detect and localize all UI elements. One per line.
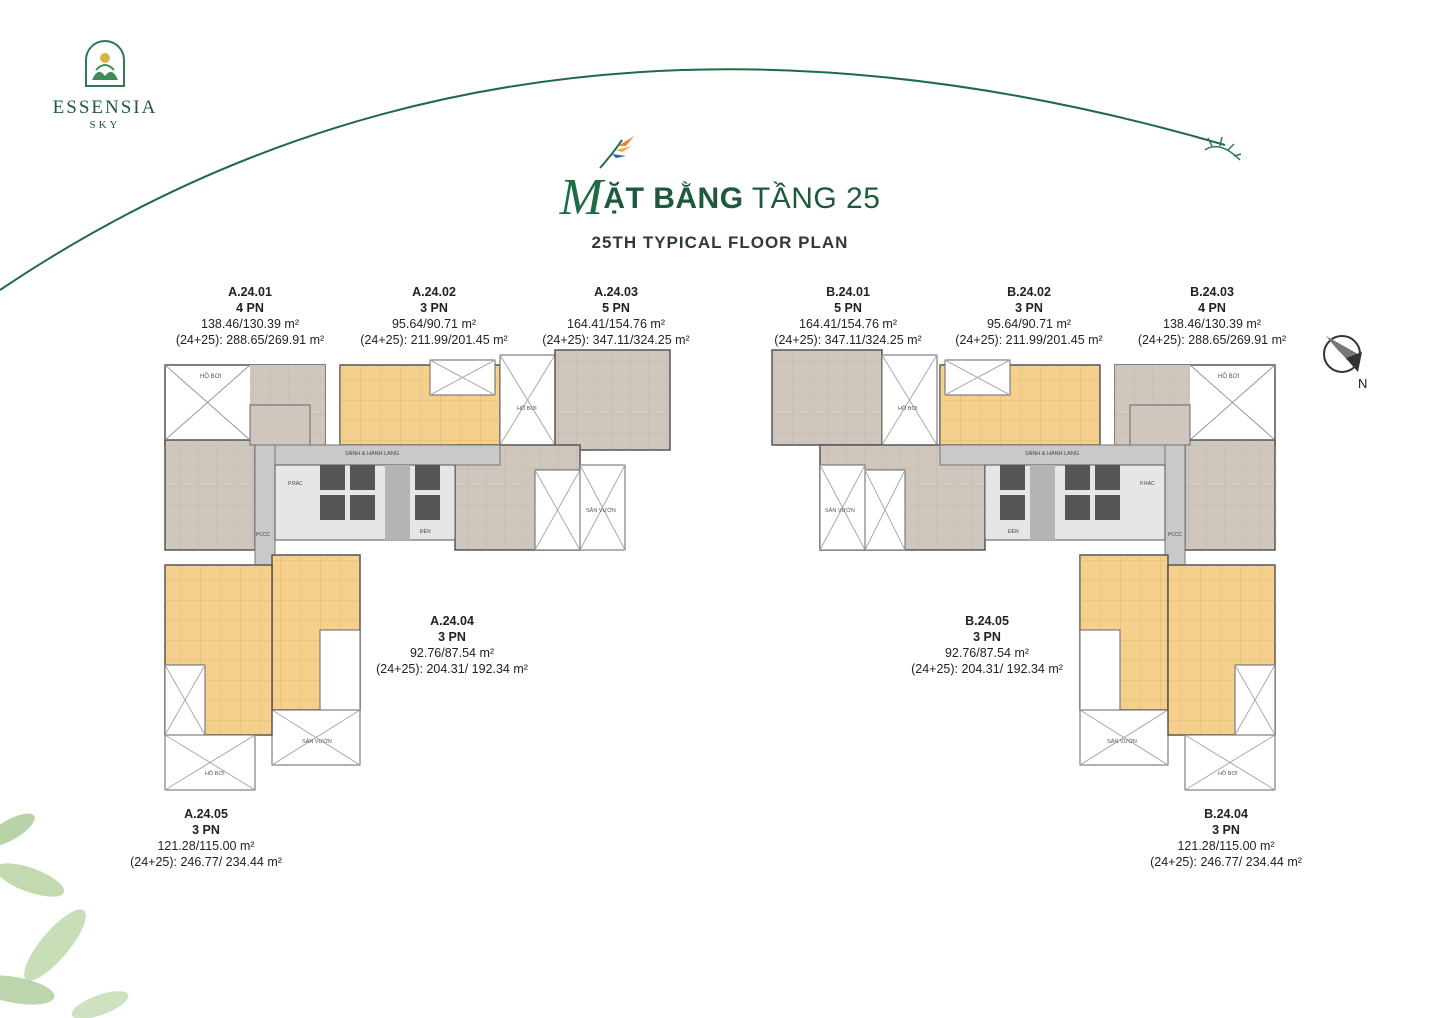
compass: N [1316,328,1376,395]
unit-b-24-05-plan: SÂN VƯỜN [1079,554,1169,766]
unit-code: B.24.02 [1007,285,1051,299]
unit-code: B.24.05 [965,614,1009,628]
unit-code: B.24.01 [826,285,870,299]
rac-label: P.RÁC [288,480,303,487]
unit-beds: 3 PN [1015,301,1043,315]
unit-label-a-24-02: A.24.02 3 PN 95.64/90.71 m² (24+25): 211… [344,284,524,348]
pool-label: HỒ BƠI [517,405,537,412]
pool-label: HỒ BƠI [200,373,222,380]
den-label: ĐÈN [420,528,431,535]
pccc-label: PCCC [256,532,271,538]
unit-area: 164.41/154.76 m² [799,317,897,331]
brand-sub: SKY [89,119,121,131]
title-main: MẶT BẰNG TẦNG 25 [0,168,1440,227]
unit-beds: 4 PN [1198,301,1226,315]
garden-label: SÂN VƯỜN [302,738,332,745]
unit-code: A.24.02 [412,285,456,299]
foliage-decoration [0,813,129,1018]
unit-b-24-04-plan: HỒ BƠI [1167,564,1276,791]
garden-label: SÂN VƯỜN [825,507,855,514]
unit-area-combined: (24+25): 347.11/324.25 m² [774,333,922,347]
unit-area: 138.46/130.39 m² [201,317,299,331]
unit-area-combined: (24+25): 288.65/269.91 m² [175,333,325,347]
unit-code: B.24.03 [1190,285,1234,299]
unit-label-b-24-04: B.24.04 3 PN 121.28/115.00 m² (24+25): 2… [1136,806,1316,870]
unit-area: 121.28/115.00 m² [1177,839,1275,853]
unit-area: 92.76/87.54 m² [944,646,1030,660]
unit-code: A.24.05 [184,807,228,821]
pool-label: HỒ BƠI [1218,770,1238,777]
decorative-arc [0,68,1226,291]
unit-b-24-03-plan: HỒ BƠI [1114,364,1276,551]
unit-area-combined: (24+25): 246.77/ 234.44 m² [130,855,282,869]
bird-of-paradise-flower-icon [599,136,634,169]
unit-label-a-24-05: A.24.05 3 PN 121.28/115.00 m² (24+25): 2… [116,806,296,870]
pool-label: HỒ BƠI [1218,373,1240,380]
unit-area-combined: (24+25): 347.11/324.25 m² [542,333,690,347]
unit-area-combined: (24+25): 204.31/ 192.34 m² [911,662,1063,676]
unit-beds: 3 PN [1212,823,1240,837]
pool-label: HỒ BƠI [898,405,918,412]
unit-code: A.24.03 [594,285,638,299]
unit-area: 164.41/154.76 m² [567,317,665,331]
unit-area: 92.76/87.54 m² [409,646,495,660]
unit-label-b-24-03: B.24.03 4 PN 138.46/130.39 m² (24+25): 2… [1122,284,1302,348]
unit-label-a-24-04: A.24.04 3 PN 92.76/87.54 m² (24+25): 204… [362,613,542,677]
unit-a-24-01-plan: HỒ BƠI [164,364,326,551]
unit-code: B.24.04 [1204,807,1248,821]
unit-area-combined: (24+25): 211.99/201.45 m² [360,333,508,347]
unit-code: A.24.01 [228,285,272,299]
garden-label: SÂN VƯỜN [1107,738,1137,745]
rac-label: P.RÁC [1140,480,1155,487]
pool-label: HỒ BƠI [205,770,225,777]
north-arrow-icon: N [1323,335,1367,391]
brand-logo: ESSENSIA SKY [40,36,170,131]
lotus-emblem-icon [85,40,125,87]
garden-label: SÂN VƯỜN [586,507,616,514]
unit-area-combined: (24+25): 204.31/ 192.34 m² [376,662,528,676]
unit-beds: 4 PN [236,301,264,315]
unit-area: 95.64/90.71 m² [391,317,477,331]
unit-beds: 5 PN [834,301,862,315]
corridor-label: SẢNH & HÀNH LANG [345,450,399,457]
unit-beds: 3 PN [192,823,220,837]
unit-area: 138.46/130.39 m² [1163,317,1261,331]
corridor-label: SẢNH & HÀNH LANG [1025,450,1079,457]
brand-name: ESSENSIA [52,97,158,118]
title-bold: ẶT BẰNG [603,182,744,215]
tower-a: HỒ BƠI HỒ BƠI SÂN VƯỜN [164,349,671,791]
unit-beds: 3 PN [420,301,448,315]
unit-label-a-24-01: A.24.01 4 PN 138.46/130.39 m² (24+25): 2… [160,284,340,348]
unit-code: A.24.04 [430,614,474,628]
unit-a-24-04-plan: SÂN VƯỜN [271,554,361,766]
compass-north-label: N [1358,376,1367,390]
unit-beds: 5 PN [602,301,630,315]
unit-a-24-05-plan: HỒ BƠI [164,564,273,791]
unit-area: 95.64/90.71 m² [986,317,1072,331]
unit-area: 121.28/115.00 m² [157,839,255,853]
title-rest: TẦNG 25 [743,182,881,215]
page-title: MẶT BẰNG TẦNG 25 25TH TYPICAL FLOOR PLAN [0,168,1440,253]
unit-label-a-24-03: A.24.03 5 PN 164.41/154.76 m² (24+25): 3… [526,284,706,348]
unit-area-combined: (24+25): 246.77/ 234.44 m² [1150,855,1302,869]
pccc-label: PCCC [1168,532,1183,538]
unit-area-combined: (24+25): 211.99/201.45 m² [955,333,1103,347]
leaf-sprig-icon [1204,136,1242,161]
den-label: ĐÈN [1008,528,1019,535]
unit-area-combined: (24+25): 288.65/269.91 m² [1137,333,1287,347]
unit-a-24-02-plan [339,359,501,446]
title-subtitle: 25TH TYPICAL FLOOR PLAN [591,233,849,252]
title-cap: M [559,169,604,226]
unit-label-b-24-01: B.24.01 5 PN 164.41/154.76 m² (24+25): 3… [758,284,938,348]
unit-label-b-24-02: B.24.02 3 PN 95.64/90.71 m² (24+25): 211… [939,284,1119,348]
unit-beds: 3 PN [973,630,1001,644]
unit-b-24-02-plan [939,359,1101,446]
unit-label-b-24-05: B.24.05 3 PN 92.76/87.54 m² (24+25): 204… [897,613,1077,677]
core-a: SẢNH & HÀNH LANG PCCC P.RÁC ĐÈN [254,444,501,636]
unit-beds: 3 PN [438,630,466,644]
tower-b: HỒ BƠI SÂN VƯỜN HỒ BƠI [771,349,1276,791]
